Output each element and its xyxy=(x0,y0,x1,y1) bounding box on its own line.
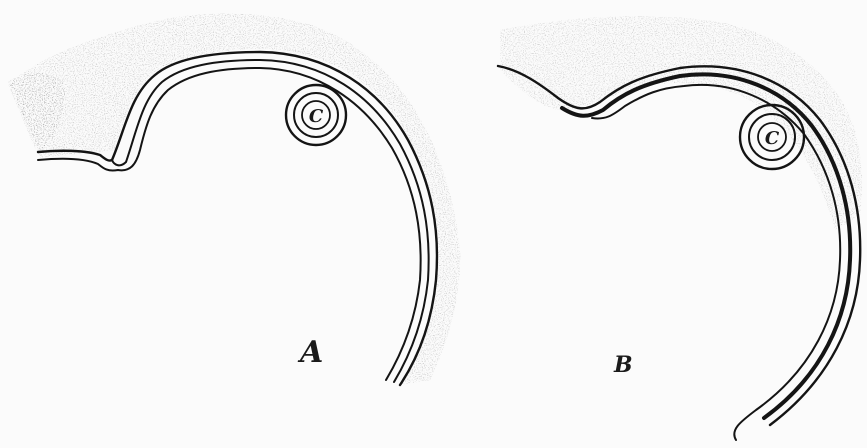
panel-b-circle-label: C xyxy=(765,128,780,149)
panel-b-circle-c: C xyxy=(740,105,804,169)
panel-a: C A xyxy=(8,13,460,385)
panel-a-circle-label: C xyxy=(309,106,324,127)
panel-b-label: B xyxy=(613,352,633,378)
panel-a-membrane-middle xyxy=(112,60,429,382)
panel-b: C B xyxy=(498,16,862,440)
panel-a-label: A xyxy=(297,335,323,370)
panel-a-circle-c: C xyxy=(286,85,346,145)
